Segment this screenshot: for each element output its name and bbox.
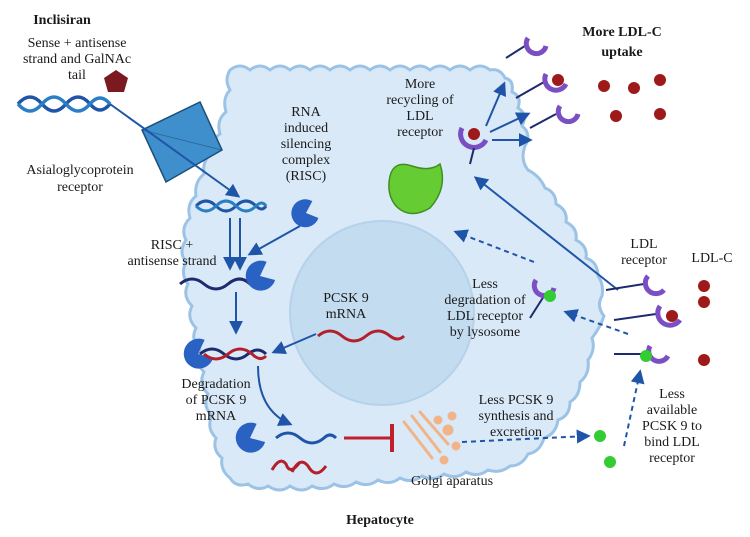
sense-antisense-label-2: strand and GalNAc xyxy=(23,52,131,67)
sense-antisense-label-3: tail xyxy=(68,68,86,83)
ldl-receptor-label-2: receptor xyxy=(621,253,667,268)
less-available-label-5: receptor xyxy=(649,451,695,466)
risc-fragment-icon xyxy=(235,422,266,453)
ldl-c-particle xyxy=(698,354,710,366)
receptor-pcsk9-dashed-arrow xyxy=(563,309,629,335)
less-available-label-4: bind LDL xyxy=(644,435,700,450)
golgi-label: Golgi aparatus xyxy=(411,474,493,489)
more-ldl-uptake-label-1: More LDL-C xyxy=(582,25,661,40)
recycling-label-3: LDL xyxy=(406,109,433,124)
degradation-label-1: Degradation xyxy=(181,377,250,392)
pcsk9-mrna-label-2: mRNA xyxy=(326,307,367,322)
golgi-apparatus-icon xyxy=(402,410,461,465)
asgpr-label-1: Asialoglycoprotein xyxy=(26,163,133,178)
degradation-label-3: mRNA xyxy=(196,409,237,424)
inclisiran-label: Inclisiran xyxy=(33,13,91,28)
less-synthesis-label-1: Less PCSK 9 xyxy=(479,393,554,408)
recycling-label-4: receptor xyxy=(397,125,443,140)
risc-antisense-label-1: RISC + xyxy=(151,238,194,253)
surface-ldl-receptor xyxy=(505,36,549,59)
recycling-label-1: More xyxy=(405,77,435,92)
recycled-receptor-cluster xyxy=(458,126,489,165)
risc-label-4: complex xyxy=(282,153,330,168)
inclisiran-duplex xyxy=(16,95,112,113)
galnac-pentagon-icon xyxy=(104,70,128,92)
sense-antisense-label-1: Sense + antisense xyxy=(28,36,127,51)
less-available-label-2: available xyxy=(647,403,698,418)
ldl-receptor-label-1: LDL xyxy=(630,237,657,252)
degradation-label-2: of PCSK 9 xyxy=(186,393,247,408)
more-ldl-uptake-label-2: uptake xyxy=(601,45,642,60)
less-degradation-label-4: by lysosome xyxy=(450,325,520,340)
less-synthesis-label-2: synthesis and xyxy=(478,409,553,424)
surface-ldl-receptor xyxy=(529,104,581,129)
ldl-receptor-with-pcsk9 xyxy=(529,278,557,319)
less-available-label-3: PCSK 9 to xyxy=(642,419,702,434)
receptor-return-arrow xyxy=(473,176,619,291)
ldl-c-label: LDL-C xyxy=(691,251,732,266)
risc-degradation-icon xyxy=(183,338,214,369)
lysosome-icon xyxy=(388,162,444,215)
less-degradation-label-1: Less xyxy=(472,277,498,292)
pcsk9-mrna-label-1: PCSK 9 xyxy=(323,291,369,306)
ldl-c-particle xyxy=(654,108,666,120)
less-degradation-label-3: LDL receptor xyxy=(447,309,523,324)
hepatocyte-label: Hepatocyte xyxy=(346,513,414,528)
risc-antisense-icon xyxy=(245,260,276,291)
excretion-dashed-arrow xyxy=(461,429,591,444)
risc-label-5: (RISC) xyxy=(286,169,327,184)
surface-ldl-receptor xyxy=(605,274,666,297)
ldl-c-particle xyxy=(598,80,610,92)
less-synthesis-label-3: excretion xyxy=(490,425,542,440)
recycle-arrow-2 xyxy=(489,112,531,133)
ldl-c-particle xyxy=(654,74,666,86)
internalized-duplex xyxy=(194,199,268,213)
recycling-label-2: recycling of xyxy=(386,93,454,108)
availability-dashed-arrow xyxy=(623,369,645,447)
asgpr-label-2: receptor xyxy=(57,180,103,195)
degraded-antisense-fragment xyxy=(275,431,338,445)
degraded-mrna-fragment-2 xyxy=(290,460,328,475)
risc-complex-icon xyxy=(291,199,319,228)
pcsk9-mrna-strand xyxy=(317,329,406,343)
pcsk9-dot xyxy=(594,430,606,442)
risc-to-strand-arrow xyxy=(247,225,301,256)
ldl-c-particle xyxy=(698,280,710,292)
antisense-strand xyxy=(179,277,252,291)
risc-label-3: silencing xyxy=(281,137,332,152)
surface-ldl-receptor-bound xyxy=(515,72,569,99)
surface-ldl-receptor-bound xyxy=(613,304,683,328)
degradation-down-arrow xyxy=(257,365,293,426)
ldl-c-particle xyxy=(610,110,622,122)
entry-arrow xyxy=(109,103,241,198)
risc-label-2: induced xyxy=(284,121,328,136)
ldl-c-particle xyxy=(698,296,710,308)
surface-ldl-receptor-pcsk9 xyxy=(614,344,671,364)
pcsk9-dot xyxy=(604,456,616,468)
risc-antisense-label-2: antisense strand xyxy=(127,254,216,269)
less-degradation-label-2: degradation of xyxy=(444,293,526,308)
mrna-to-degradation-arrow xyxy=(271,333,317,355)
ldl-c-particle xyxy=(628,82,640,94)
less-available-label-1: Less xyxy=(659,387,685,402)
risc-label-1: RNA xyxy=(291,105,321,120)
nucleus xyxy=(289,220,475,406)
recycle-arrow-1 xyxy=(485,81,507,127)
to-lysosome-dashed-arrow xyxy=(453,229,535,263)
